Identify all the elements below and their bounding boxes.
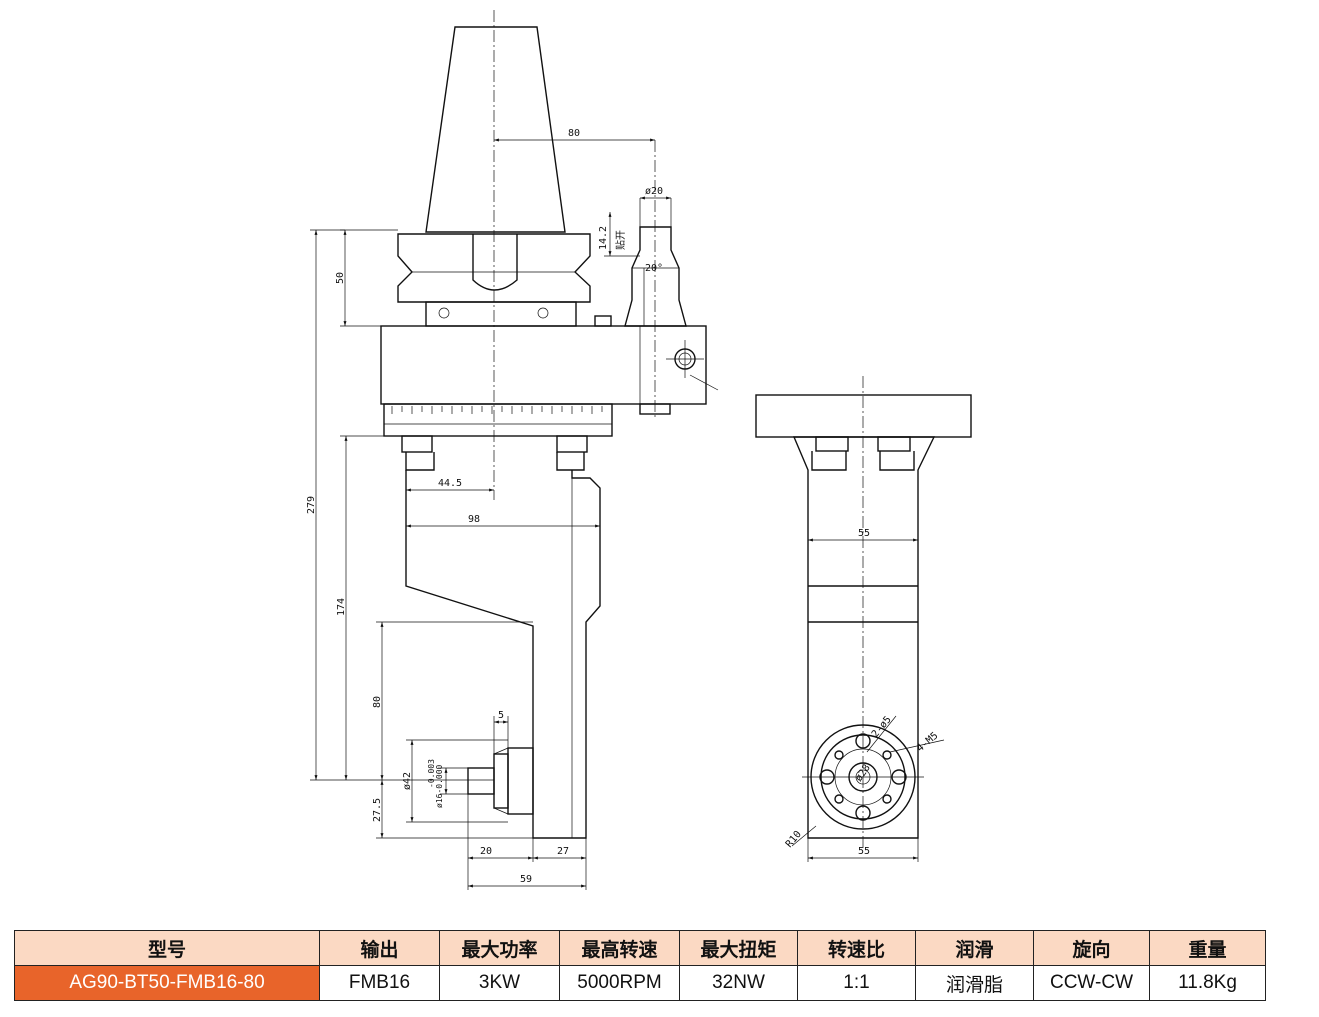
header-max-torque: 最大扭矩 xyxy=(679,930,798,966)
dim-55-top: 55 xyxy=(858,528,870,539)
dim-d20: ø20 xyxy=(645,186,663,197)
dim-20: 20 xyxy=(480,846,492,857)
dim-174: 174 xyxy=(336,598,347,616)
dim-d16-tol: -0.003 xyxy=(427,759,436,788)
header-max-power: 最大功率 xyxy=(439,930,560,966)
side-view: 80 ø20 14.2 贴开 20° 50 279 174 44.5 98 xyxy=(306,10,719,890)
dim-14-note: 贴开 xyxy=(614,230,627,250)
dim-angle: 20° xyxy=(645,263,663,274)
dim-55-bottom: 55 xyxy=(858,846,870,857)
cell-speed-ratio: 1:1 xyxy=(797,965,916,1001)
dim-279: 279 xyxy=(306,496,317,514)
cell-model: AG90-BT50-FMB16-80 xyxy=(14,965,320,1001)
spec-header-row: 型号 输出 最大功率 最高转速 最大扭矩 转速比 润滑 旋向 重量 xyxy=(14,930,1266,966)
cell-lubrication: 润滑脂 xyxy=(915,965,1034,1001)
dim-98: 98 xyxy=(468,514,480,525)
dim-14-2: 14.2 xyxy=(598,226,609,250)
dim-44-5: 44.5 xyxy=(438,478,462,489)
header-model: 型号 xyxy=(14,930,320,966)
dim-r10: R10 xyxy=(784,829,804,850)
header-output: 输出 xyxy=(319,930,440,966)
dim-27: 27 xyxy=(557,846,569,857)
dim-2-d5: 2-ø5 xyxy=(870,714,894,740)
front-view: 55 55 R10 2-ø5 4-M5 ø28 xyxy=(755,376,972,862)
cell-weight: 11.8Kg xyxy=(1149,965,1266,1001)
spec-data-row: AG90-BT50-FMB16-80 FMB16 3KW 5000RPM 32N… xyxy=(14,965,1266,1001)
cell-max-torque: 32NW xyxy=(679,965,798,1001)
spec-table: 型号 输出 最大功率 最高转速 最大扭矩 转速比 润滑 旋向 重量 AG90-B… xyxy=(14,930,1266,1001)
cell-max-power: 3KW xyxy=(439,965,560,1001)
header-speed-ratio: 转速比 xyxy=(797,930,916,966)
dim-59: 59 xyxy=(520,874,532,885)
header-max-speed: 最高转速 xyxy=(559,930,680,966)
dim-50: 50 xyxy=(335,272,346,284)
header-lubrication: 润滑 xyxy=(915,930,1034,966)
dim-5: 5 xyxy=(498,710,504,721)
dim-d42: ø42 xyxy=(402,772,413,790)
dim-80: 80 xyxy=(372,696,383,708)
cell-max-speed: 5000RPM xyxy=(559,965,680,1001)
cell-rotation: CCW-CW xyxy=(1033,965,1150,1001)
header-rotation: 旋向 xyxy=(1033,930,1150,966)
cell-output: FMB16 xyxy=(319,965,440,1001)
dim-80-top: 80 xyxy=(568,128,580,139)
header-weight: 重量 xyxy=(1149,930,1266,966)
dim-d28: ø28 xyxy=(853,763,872,784)
technical-drawing: 80 ø20 14.2 贴开 20° 50 279 174 44.5 98 xyxy=(306,10,972,890)
dim-d16: ø16-0.000 xyxy=(435,764,444,808)
dim-27-5: 27.5 xyxy=(372,798,383,822)
